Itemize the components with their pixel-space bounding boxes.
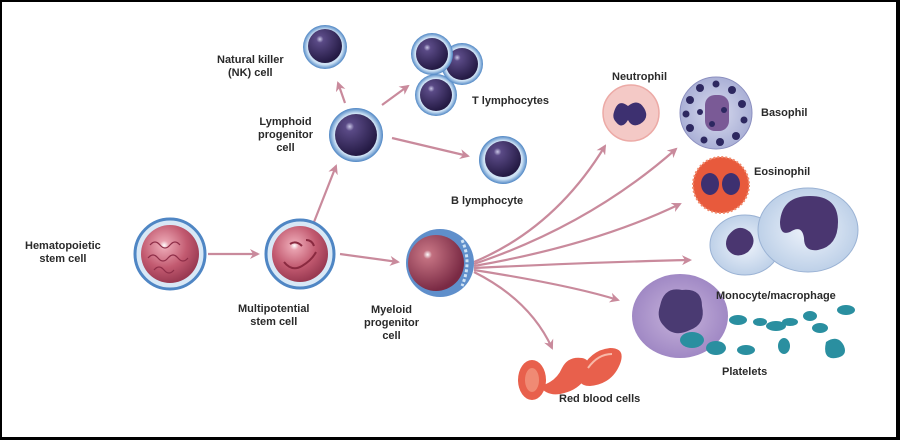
- myeloid-progenitor-cell: [406, 229, 474, 297]
- label-b-lymphocyte: B lymphocyte: [451, 195, 524, 207]
- arrow-multipotential-to-lymphoid: [312, 164, 338, 223]
- arrow-lymphoid-to-t: [381, 84, 410, 106]
- arrow-myeloid-to-platelets: [473, 268, 620, 303]
- label-eosinophil: Eosinophil: [754, 166, 811, 178]
- arrow-myeloid-to-eosinophil: [473, 202, 682, 268]
- label-basophil: Basophil: [761, 107, 808, 119]
- arrow-lymphoid-to-b: [391, 136, 470, 160]
- lymphoid-progenitor-cell: [329, 108, 383, 162]
- nk-cell: [303, 25, 347, 69]
- t-lymphocytes-cluster: [411, 33, 483, 116]
- label-neutrophil: Neutrophil: [612, 71, 667, 83]
- b-lymphocyte-cell: [479, 136, 527, 184]
- label-nk-cell: Natural killer(NK) cell: [217, 54, 284, 79]
- label-platelets: Platelets: [722, 366, 768, 378]
- arrow-lymphoid-to-nk: [335, 81, 347, 104]
- megakaryocyte-cell: [632, 274, 728, 358]
- hematopoietic-stem-cell: [133, 217, 207, 291]
- multipotential-stem-cell: [264, 218, 336, 290]
- neutrophil-cell: [602, 84, 660, 142]
- label-t-lymphocytes: T lymphocytes: [472, 95, 550, 107]
- label-monocyte-macrophage: Monocyte/macrophage: [716, 290, 836, 302]
- arrow-myeloid-to-rbc: [473, 271, 554, 350]
- basophil-cell: [679, 76, 753, 150]
- arrow-myeloid-to-monocyte: [473, 255, 692, 270]
- eosinophil-cell: [692, 156, 750, 214]
- label-red-blood-cells: Red blood cells: [559, 393, 641, 405]
- arrow-myeloid-to-neutrophil: [473, 144, 607, 264]
- arrows: [208, 81, 692, 350]
- red-blood-cells: [518, 348, 622, 400]
- platelets-group: [680, 305, 855, 359]
- monocyte-macrophage-cells: [709, 187, 859, 276]
- arrow-multipotential-to-myeloid: [339, 252, 400, 266]
- arrow-myeloid-to-basophil: [473, 147, 678, 266]
